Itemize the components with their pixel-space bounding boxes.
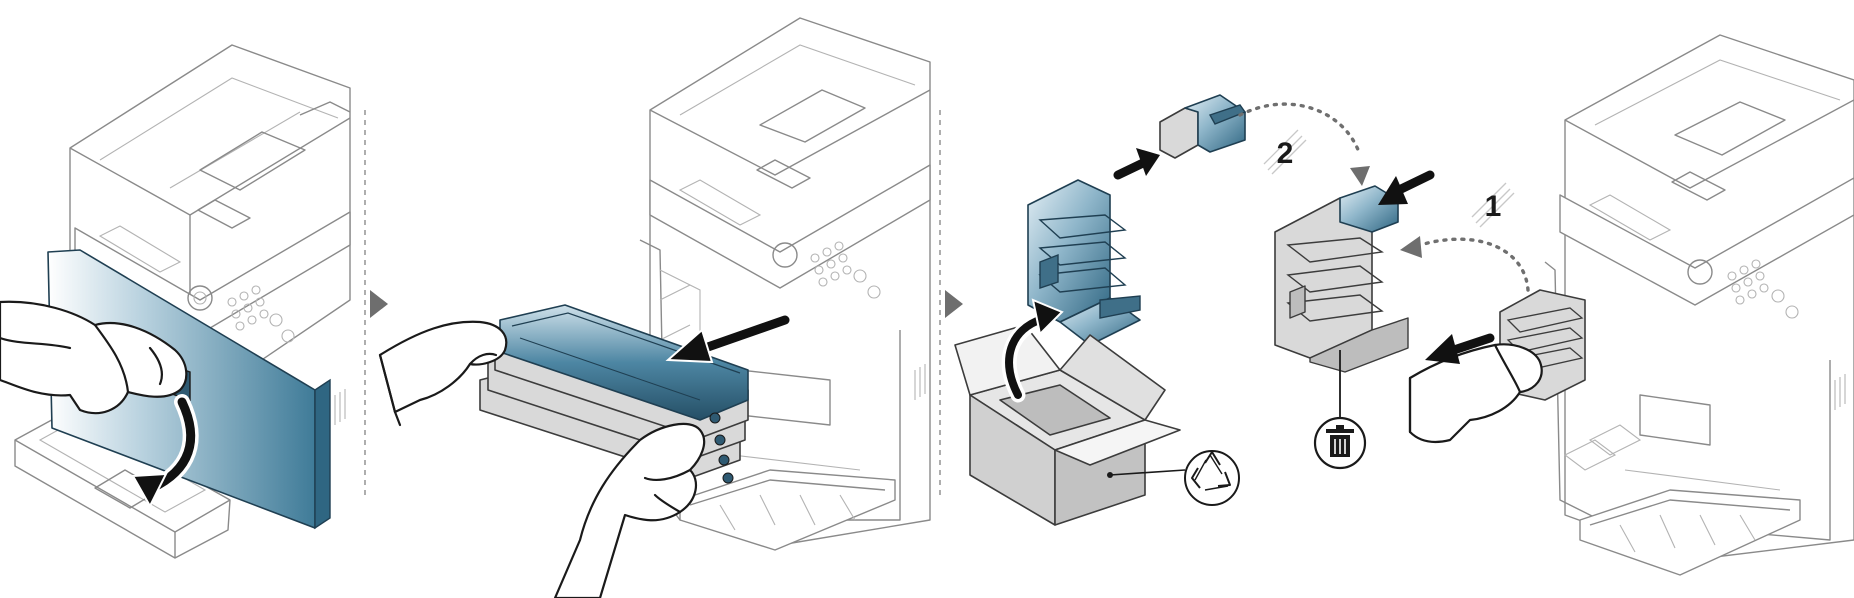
hand-opening-cover [0,300,188,415]
step-two-path [1238,102,1362,157]
hand-right [553,422,706,598]
svg-text:2: 2 [1277,137,1294,170]
step-one-path [1418,237,1530,292]
trash-icon [1313,416,1367,470]
panel-replace-waste-container: 2 1 [1238,34,1854,576]
attach-cap-push-arrow [1378,170,1435,205]
container-cap [1159,94,1247,159]
printer-right-body [1544,34,1854,576]
lift-out-arrow [1001,298,1064,403]
step-separator-arrow-icon [945,290,963,318]
step-separator-1 [364,110,388,495]
recycle-icon [1184,450,1240,506]
step-separator-arrow-icon [370,290,388,318]
panel-remove-imaging-unit [378,17,931,598]
removed-old-waste-container [1274,185,1409,373]
remove-direction-arrow [665,312,793,364]
new-waste-toner-container [1027,179,1141,346]
step-separator-2 [939,110,963,495]
recycle-callout [1107,450,1240,506]
packaging-box [954,324,1181,526]
attach-cap-arrow [1113,148,1160,180]
open-direction-arrow [131,394,199,509]
hand-left [378,320,508,427]
panel-unpack-new-container [954,94,1247,526]
svg-text:1: 1 [1485,190,1502,223]
pull-out-arrow [1425,333,1495,364]
panel-open-front-cover [0,44,351,559]
discard-callout [1313,350,1367,470]
hand-removing-container [1408,343,1543,444]
step-one-badge: 1 [1471,182,1515,228]
step-two-badge: 2 [1263,129,1307,175]
